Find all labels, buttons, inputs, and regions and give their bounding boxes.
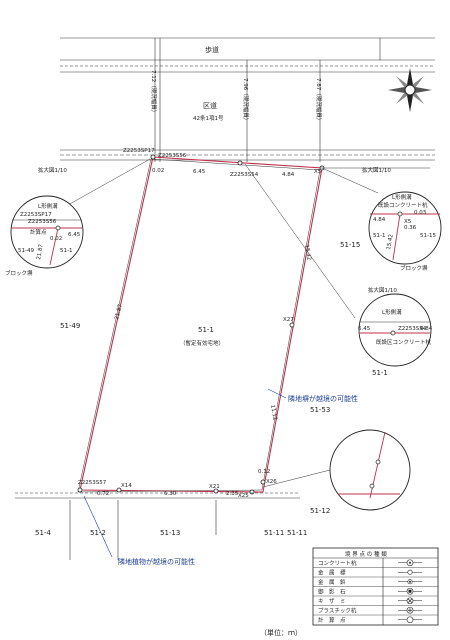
legend-symbol-icon bbox=[398, 597, 422, 605]
detail-rt-d2: 4.84 bbox=[373, 217, 386, 223]
legend-item-label: キ ザ ミ bbox=[318, 598, 346, 605]
detail-rt-pt: X5 bbox=[404, 219, 412, 225]
note-neighbor-plants: 隣地植物が越境の可能性 bbox=[118, 557, 195, 566]
dim-east-lower: 11.12 bbox=[269, 404, 278, 421]
legend-symbol-icon bbox=[398, 616, 422, 624]
neighbor-south-3: 51-13 bbox=[160, 529, 180, 537]
legend-symbol-icon bbox=[398, 559, 422, 567]
lot-boundary bbox=[79, 156, 323, 493]
detail-right-bottom bbox=[329, 429, 411, 511]
detail-rm-ditch: L形側溝 bbox=[382, 308, 402, 316]
detail-rt-stake: 既設コンクリート杭 bbox=[378, 201, 428, 209]
road-name: 区道 bbox=[203, 101, 217, 110]
detail-right-mid: 拡大図1/10 L形側溝 Z2253S54 6.45 4.84 既設区コンクリー… bbox=[358, 286, 433, 367]
legend-item-label: プラスチック杭 bbox=[318, 607, 357, 615]
detail-right-top: 拡大図1/10 L形側溝 既設コンクリート杭 X5 0.03 4.84 0.36… bbox=[362, 166, 442, 272]
detail-left-pt1: Z2253SP17 bbox=[20, 212, 52, 218]
neighbor-east: 51-53 bbox=[310, 406, 330, 414]
detail-left-lot-a: 51-49 bbox=[18, 248, 34, 254]
dim-west: 21.87 bbox=[114, 303, 124, 320]
dim-bottom-a: 0.72 bbox=[97, 491, 109, 497]
road-width-mid: 7.96（現況幅員） bbox=[242, 78, 250, 123]
detail-rm-d2: 4.84 bbox=[420, 326, 433, 332]
pt-s-x21: X21 bbox=[209, 484, 220, 490]
dim-top-b: 4.84 bbox=[282, 172, 295, 178]
sidewalk-label: 歩道 bbox=[205, 45, 219, 54]
legend-symbol-icon bbox=[398, 569, 422, 575]
legend-symbol-icon bbox=[398, 606, 422, 614]
detail-rt-d3: 0.36 bbox=[404, 225, 417, 231]
legend-item-label: 金 属 鋲 bbox=[318, 578, 346, 586]
detail-rt-lot-a: 51-1 bbox=[373, 233, 385, 239]
dim-top-small: 0.02 bbox=[152, 168, 164, 174]
pt-se-corner: X26 bbox=[266, 479, 277, 485]
lot-boundary-shadow bbox=[77, 158, 321, 493]
boundary-extensions bbox=[15, 167, 430, 560]
detail-rm-d1: 6.45 bbox=[358, 326, 371, 332]
detail-rt-lot-b: 51-15 bbox=[420, 233, 436, 239]
neighbor-south-1: 51-4 bbox=[35, 529, 51, 537]
neighbor-south-2: 51-2 bbox=[90, 529, 106, 537]
legend-symbol-icon bbox=[398, 587, 422, 595]
legend-title: 境 界 点 の 種 類 bbox=[345, 550, 387, 558]
pt-se-x25: X25 bbox=[238, 493, 249, 499]
side-lot-right-third: 51-12 bbox=[310, 507, 330, 515]
detail-left-lot-b: 51-1 bbox=[60, 248, 72, 254]
main-lot-number: 51-1 bbox=[198, 326, 214, 334]
detail-left: 拡大図1/10 L形側溝 Z2253SP17 Z2253S56 計算点 0.02… bbox=[5, 166, 84, 277]
note-neighbor-fence: 隣地塀が越境の可能性 bbox=[288, 394, 358, 403]
detail-rt-d4: 15.42 bbox=[386, 234, 395, 251]
detail-rt-d1: 0.03 bbox=[414, 210, 427, 216]
north-arrow-icon bbox=[388, 68, 432, 112]
detail-rm-stake: 既設区コンクリート杭 bbox=[376, 338, 432, 346]
pt-n-mid: Z2253S54 bbox=[230, 172, 259, 178]
legend-item-label: 金 属 標 bbox=[318, 569, 346, 577]
detail-left-wall: ブロック塀 bbox=[5, 269, 33, 277]
unit-note: （単位：ｍ） bbox=[260, 628, 302, 637]
detail-rm-title: 拡大図1/10 bbox=[368, 286, 397, 294]
note-fence-leader bbox=[267, 388, 287, 399]
road-route: 42条1項1号 bbox=[193, 114, 224, 122]
road-lines bbox=[60, 37, 435, 162]
pt-nw-right: Z2253S56 bbox=[158, 153, 187, 159]
side-lot-right-lower: 51-1 bbox=[372, 369, 388, 377]
dim-se-small: 0.12 bbox=[258, 469, 270, 475]
detail-rt-ditch: L形側溝 bbox=[392, 193, 412, 201]
pt-ne: X5 bbox=[314, 169, 322, 175]
legend-item-label: コンクリート杭 bbox=[318, 559, 357, 567]
legend-item-label: 御 影 石 bbox=[318, 588, 346, 596]
detail-rt-title: 拡大図1/10 bbox=[362, 166, 391, 174]
detail-left-d3: 21.87 bbox=[36, 243, 45, 260]
dim-bottom-b: 6.30 bbox=[164, 491, 177, 497]
neighbor-south-4: 51-11 bbox=[264, 529, 284, 537]
detail-left-d1: 0.02 bbox=[50, 236, 62, 242]
road-width-left: 7.12（現況幅員） bbox=[150, 70, 158, 115]
dim-east-upper: 15.42 bbox=[303, 244, 312, 261]
pt-s-x14: X14 bbox=[121, 483, 132, 489]
detail-leaders bbox=[67, 158, 379, 488]
detail-rm-pt: Z2253S54 bbox=[398, 326, 427, 332]
main-lot-note: （暫定有効宅地） bbox=[180, 339, 224, 347]
pt-nw-left: Z2253SP17 bbox=[123, 148, 155, 154]
neighbor-west: 51-49 bbox=[60, 322, 80, 330]
legend-symbol-icon bbox=[398, 579, 422, 585]
dim-top-a: 6.45 bbox=[193, 169, 206, 175]
detail-left-ditch: L形側溝 bbox=[38, 202, 58, 210]
legend-item-label: 計 算 点 bbox=[318, 616, 346, 624]
detail-left-pt2: Z2253S56 bbox=[28, 219, 57, 225]
pt-e-mid: X27 bbox=[283, 317, 294, 323]
detail-rt-wall: ブロック塀 bbox=[400, 264, 428, 272]
road-width-right: 7.87（現況幅員） bbox=[315, 78, 323, 123]
dim-bottom-c: 2.35 bbox=[226, 491, 239, 497]
side-lot-right-upper: 51-15 bbox=[340, 241, 360, 249]
detail-left-calc: 計算点 bbox=[30, 228, 47, 236]
side-lot-right-fourth: 51-11 bbox=[287, 529, 307, 537]
pt-sw: Z2253S57 bbox=[78, 480, 107, 486]
detail-left-title: 拡大図1/10 bbox=[38, 166, 67, 174]
note-plants-leader bbox=[83, 495, 113, 558]
detail-left-d2: 6.45 bbox=[68, 232, 81, 238]
